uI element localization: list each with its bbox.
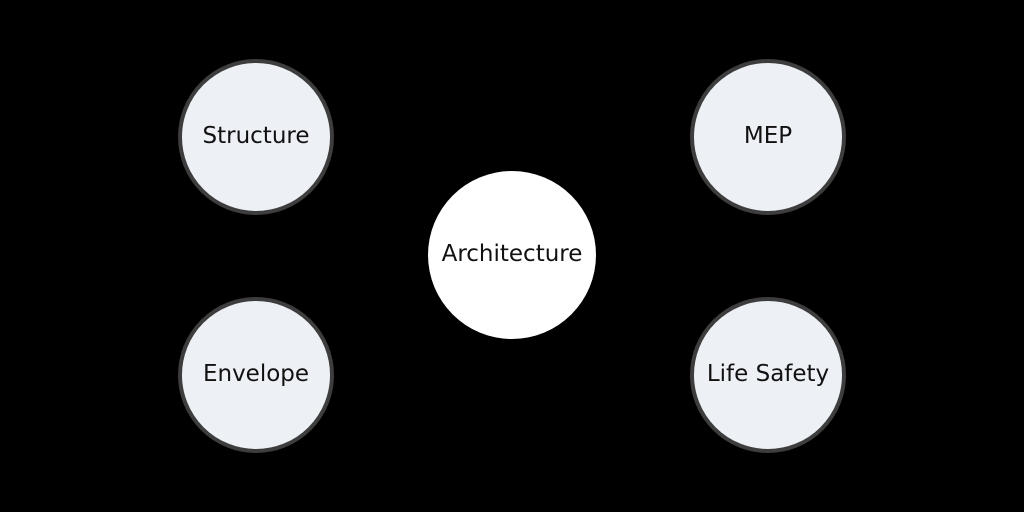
node-structure: Structure [178, 59, 334, 215]
node-mep-label: MEP [743, 123, 793, 150]
node-envelope: Envelope [178, 297, 334, 453]
node-architecture: Architecture [428, 171, 596, 339]
node-life-safety-label: Life Safety [706, 361, 830, 388]
node-life-safety: Life Safety [690, 297, 846, 453]
node-architecture-label: Architecture [441, 241, 583, 268]
node-envelope-label: Envelope [202, 361, 310, 388]
node-structure-label: Structure [202, 123, 310, 150]
node-mep: MEP [690, 59, 846, 215]
